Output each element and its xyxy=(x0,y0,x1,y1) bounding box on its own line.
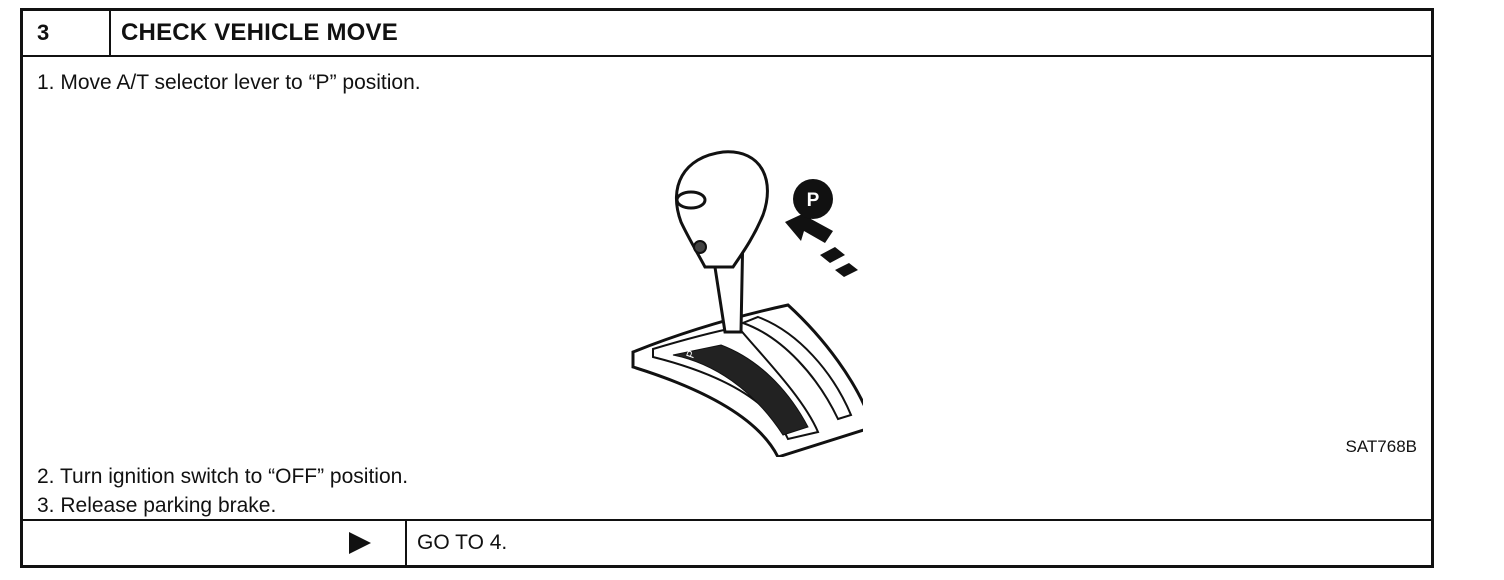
check-table: 3 CHECK VEHICLE MOVE 1. Move A/T selecto… xyxy=(20,8,1434,568)
figure-id: SAT768B xyxy=(1345,437,1417,456)
gate-rail xyxy=(740,315,853,421)
step-title: CHECK VEHICLE MOVE xyxy=(121,19,398,46)
push-arrow-dash-icon xyxy=(820,247,845,263)
instruction-2: 2. Turn ignition switch to “OFF” positio… xyxy=(37,465,409,488)
step-body: 1. Move A/T selector lever to “P” positi… xyxy=(23,57,1431,519)
push-arrow-icon xyxy=(785,209,833,243)
step-number: 3 xyxy=(23,11,111,55)
push-arrow-dash-icon xyxy=(835,263,858,277)
instruction-1: 1. Move A/T selector lever to “P” positi… xyxy=(37,71,421,94)
p-position-label: P xyxy=(807,190,820,211)
gate-indicator-strip xyxy=(672,344,809,436)
instruction-3: 3. Release parking brake. xyxy=(37,494,277,517)
lever-lock-pin xyxy=(693,240,707,254)
selector-lever-illustration: P P xyxy=(631,150,863,457)
p-position-badge xyxy=(793,179,833,219)
gate-p-mark: P xyxy=(685,349,699,360)
lever-knob xyxy=(675,150,769,269)
right-arrow-icon xyxy=(349,532,371,554)
result-row: GO TO 4. xyxy=(23,519,1431,565)
next-step-text: GO TO 4. xyxy=(417,531,508,554)
result-indicator-cell xyxy=(23,521,407,565)
lever-button xyxy=(675,190,707,210)
step-header: 3 CHECK VEHICLE MOVE xyxy=(23,11,1431,57)
